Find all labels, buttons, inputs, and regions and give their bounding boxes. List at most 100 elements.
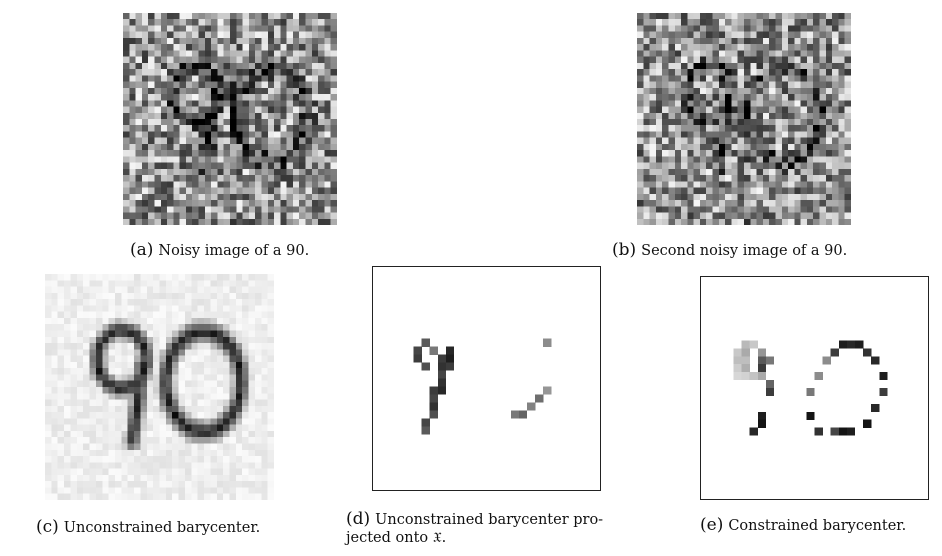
barycenter-pixel — [204, 311, 211, 319]
noise-pixel — [267, 187, 275, 194]
noise-pixel — [173, 206, 180, 213]
noise-pixel — [198, 100, 205, 107]
noise-pixel — [173, 100, 180, 107]
noise-pixel — [687, 31, 694, 39]
noise-pixel — [674, 119, 682, 126]
barycenter-pixel — [248, 399, 256, 406]
noise-pixel — [274, 81, 281, 88]
barycenter-pixel — [267, 324, 274, 331]
barycenter-pixel — [223, 286, 230, 293]
noise-pixel — [299, 106, 306, 113]
barycenter-pixel — [267, 405, 274, 413]
noise-pixel — [668, 19, 675, 26]
noise-pixel — [141, 212, 149, 219]
noise-pixel — [775, 37, 782, 45]
noise-pixel — [832, 137, 839, 145]
barycenter-pixel — [248, 443, 256, 450]
noise-pixel — [141, 81, 149, 88]
noise-pixel — [318, 106, 325, 113]
barycenter-pixel — [64, 418, 71, 425]
noise-pixel — [674, 25, 682, 32]
barycenter-pixel — [191, 430, 198, 438]
noise-pixel — [750, 156, 757, 163]
projected-pixel — [445, 346, 455, 355]
noise-pixel — [750, 31, 757, 39]
noise-pixel — [286, 106, 294, 113]
barycenter-pixel — [83, 343, 90, 350]
noise-pixel — [788, 75, 795, 82]
noise-pixel — [781, 13, 789, 20]
barycenter-pixel — [223, 349, 230, 356]
barycenter-pixel — [127, 361, 135, 369]
barycenter-pixel — [223, 462, 230, 469]
barycenter-pixel — [45, 274, 52, 281]
noise-pixel — [129, 81, 136, 88]
noise-pixel — [744, 181, 751, 188]
noise-pixel — [192, 175, 199, 182]
barycenter-pixel — [127, 299, 135, 306]
noise-pixel — [762, 94, 770, 101]
barycenter-pixel — [70, 305, 77, 312]
noise-pixel — [242, 212, 250, 219]
barycenter-pixel — [57, 405, 65, 413]
barycenter-pixel — [64, 292, 71, 300]
noise-pixel — [311, 87, 319, 95]
noise-pixel — [718, 81, 726, 88]
noise-pixel — [838, 37, 845, 45]
noise-pixel — [123, 50, 130, 57]
noise-pixel — [769, 69, 776, 76]
constrained-barycenter-image — [700, 276, 929, 500]
noise-pixel — [744, 175, 751, 182]
noise-pixel — [154, 44, 161, 51]
barycenter-pixel — [51, 437, 58, 444]
noise-pixel — [838, 25, 845, 32]
barycenter-pixel — [165, 456, 173, 463]
noise-pixel — [813, 69, 820, 76]
noise-pixel — [204, 206, 212, 213]
barycenter-pixel — [223, 412, 230, 419]
noise-pixel — [167, 175, 174, 182]
barycenter-pixel — [70, 481, 77, 488]
noise-pixel — [649, 187, 657, 194]
noise-pixel — [185, 137, 193, 145]
barycenter-pixel — [184, 280, 192, 287]
noise-pixel — [141, 156, 149, 163]
barycenter-pixel — [95, 418, 103, 425]
barycenter-pixel — [223, 343, 230, 350]
noise-pixel — [725, 162, 732, 170]
noise-pixel — [813, 119, 820, 126]
noise-pixel — [637, 106, 644, 113]
noise-pixel — [725, 25, 732, 32]
noise-pixel — [731, 69, 738, 76]
barycenter-pixel — [114, 330, 122, 337]
barycenter-pixel — [261, 274, 268, 281]
noise-pixel — [800, 143, 808, 151]
noise-pixel — [649, 143, 657, 151]
barycenter-pixel — [121, 380, 128, 388]
noise-pixel — [750, 37, 757, 45]
noise-pixel — [330, 25, 337, 32]
projected-pixel — [510, 410, 520, 419]
barycenter-pixel — [165, 355, 173, 363]
noise-pixel — [681, 50, 688, 57]
noise-pixel — [280, 81, 287, 88]
barycenter-pixel — [70, 368, 77, 375]
noise-pixel — [699, 75, 707, 82]
barycenter-pixel — [70, 286, 77, 293]
barycenter-pixel — [134, 430, 141, 438]
noise-pixel — [649, 106, 657, 113]
barycenter-pixel — [191, 405, 198, 413]
barycenter-pixel — [210, 474, 217, 482]
noise-pixel — [211, 200, 218, 207]
noise-pixel — [261, 81, 268, 88]
noise-pixel — [211, 31, 218, 39]
barycenter-pixel — [102, 487, 109, 494]
noise-pixel — [725, 50, 732, 57]
noise-pixel — [806, 181, 814, 188]
noise-pixel — [280, 106, 287, 113]
barycenter-pixel — [242, 462, 249, 469]
barycenter-pixel — [45, 292, 52, 300]
constrained-pixel — [863, 419, 872, 428]
barycenter-pixel — [102, 393, 109, 400]
noise-pixel — [141, 75, 149, 82]
